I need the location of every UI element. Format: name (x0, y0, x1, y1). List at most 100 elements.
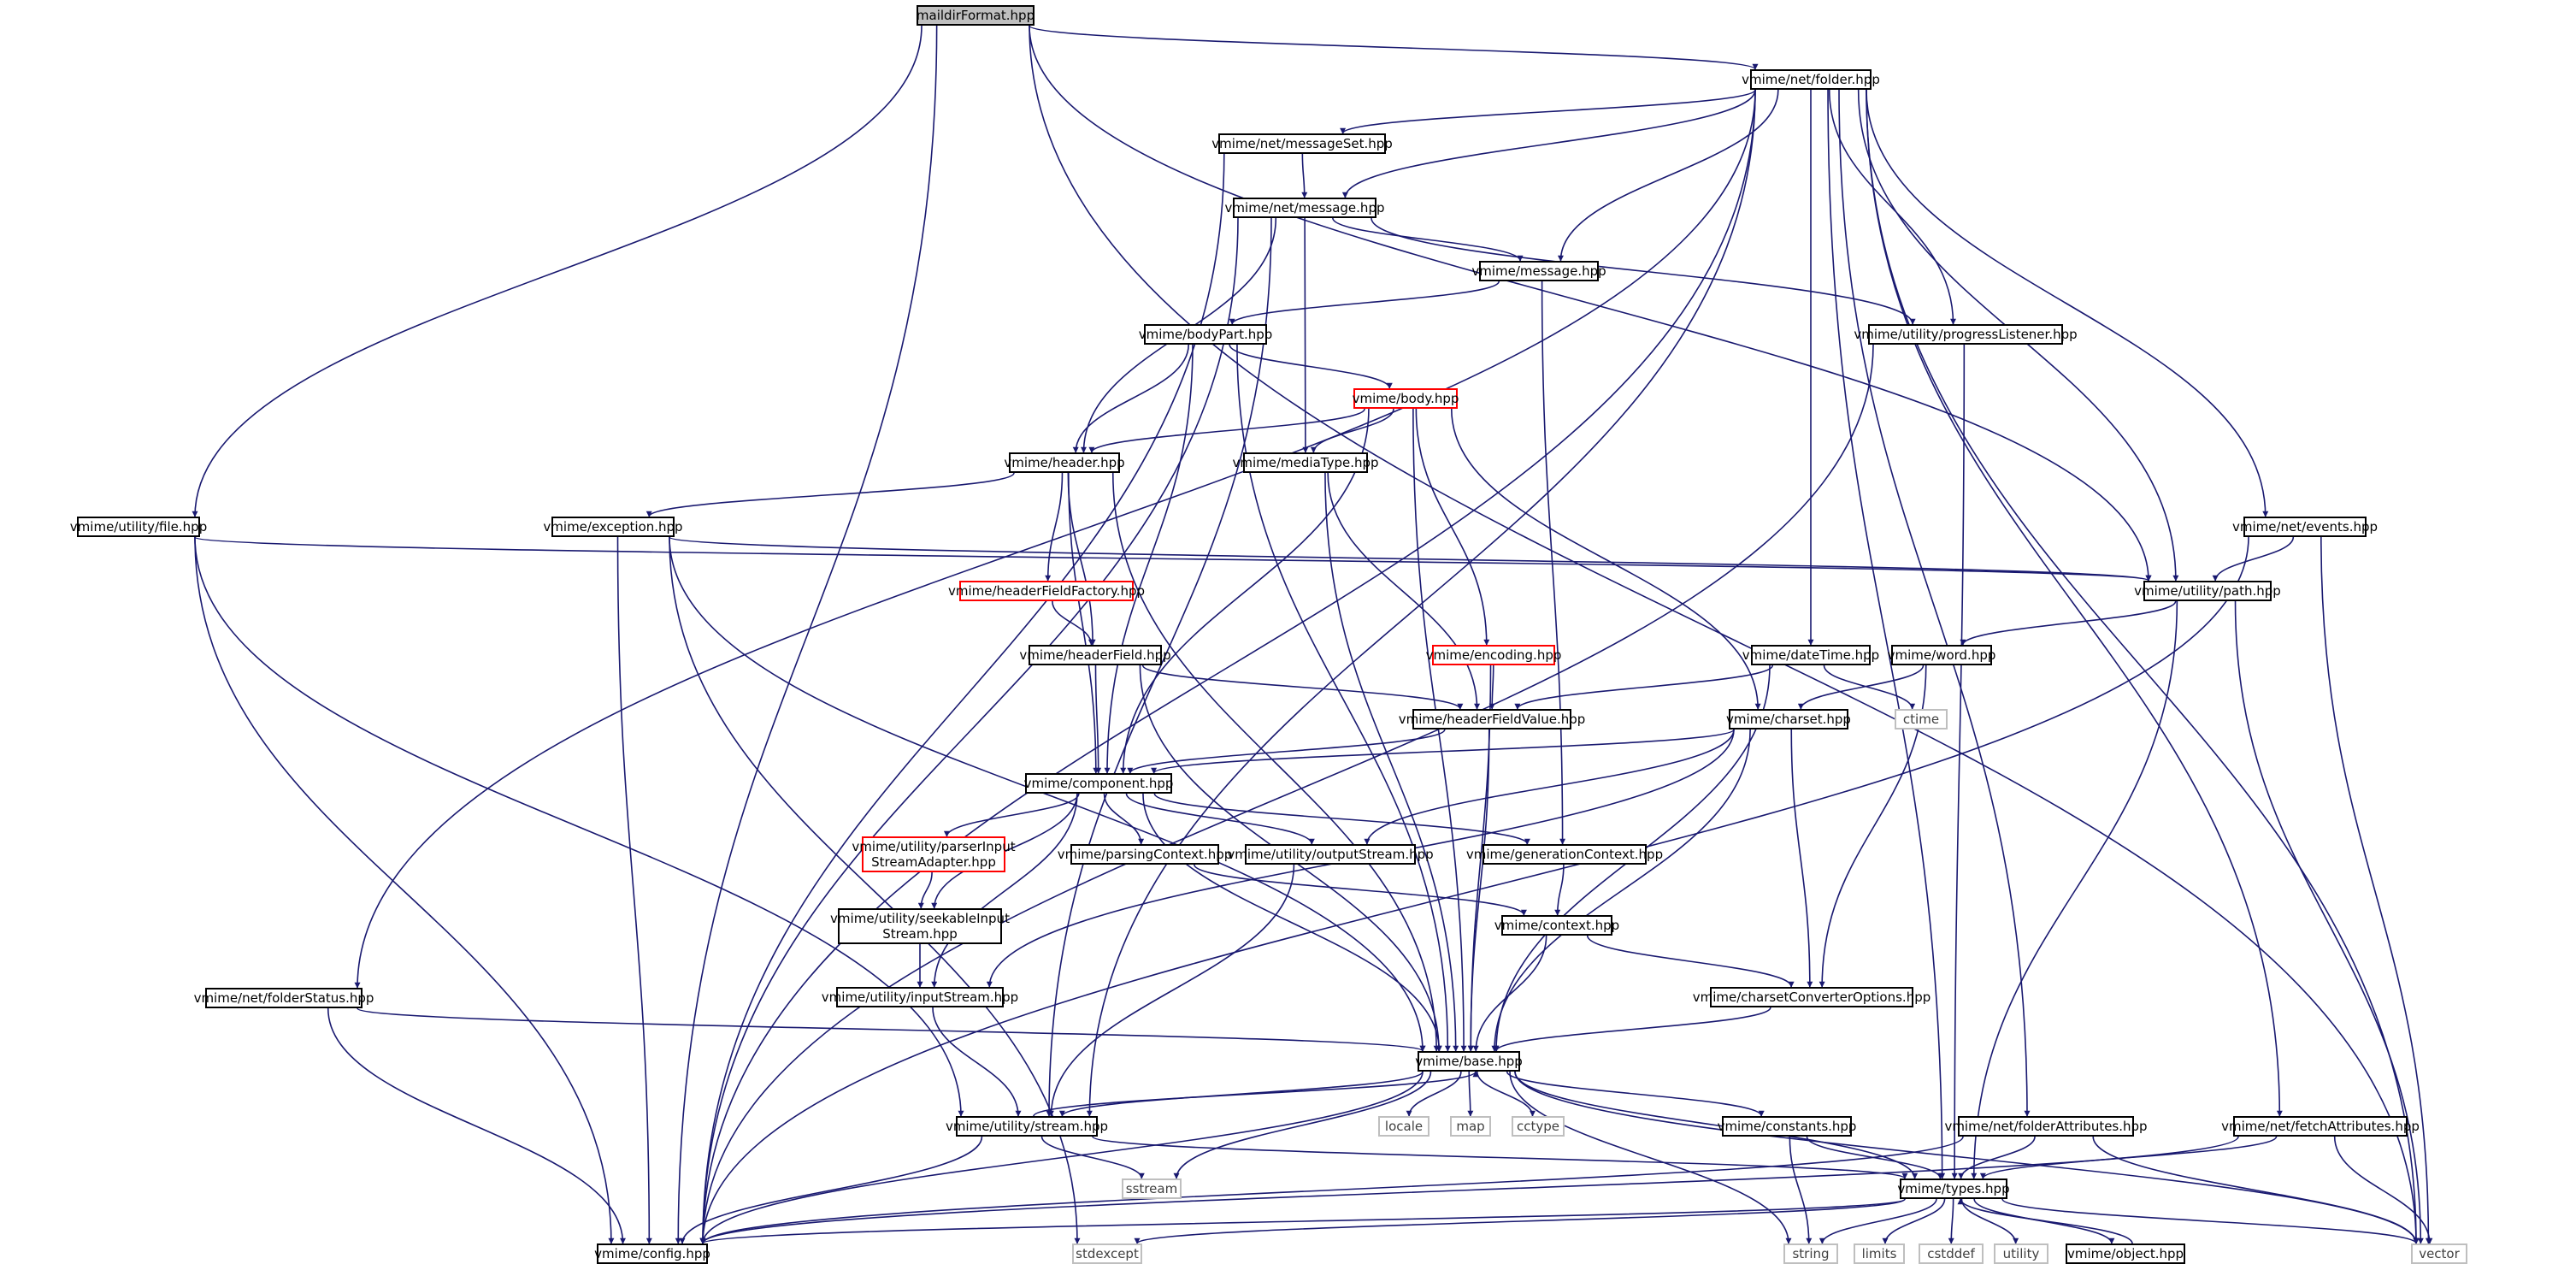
edge-types-to-string (1819, 1198, 1937, 1244)
edge-charset-to-charsetconverter (1790, 729, 1813, 988)
node-types[interactable]: vmime/types.hpp (1897, 1178, 2010, 1199)
node-utility[interactable]: utility (1994, 1243, 2048, 1264)
edge-base-to-string (1509, 1071, 1792, 1244)
node-vector[interactable]: vector (2411, 1243, 2467, 1264)
edge-netmessage-to-message (1332, 217, 1524, 262)
node-headerfieldvalue[interactable]: vmime/headerFieldValue.hpp (1399, 709, 1585, 730)
node-file[interactable]: vmime/utility/file.hpp (70, 517, 207, 537)
edge-exception-to-path (669, 536, 2152, 582)
edge-folderattributes-to-types (1958, 1136, 2036, 1179)
edge-maildirformat-to-config (675, 25, 938, 1244)
node-stream[interactable]: vmime/utility/stream.hpp (946, 1116, 1108, 1137)
node-constants[interactable]: vmime/constants.hpp (1718, 1116, 1856, 1137)
edge-parserinput-to-seekable (917, 871, 933, 909)
node-progresslistener[interactable]: vmime/utility/progressListener.hpp (1854, 324, 2078, 345)
node-stdexcept[interactable]: stdexcept (1072, 1243, 1142, 1264)
node-cctype[interactable]: cctype (1512, 1116, 1565, 1137)
edge-body-to-encoding (1415, 408, 1490, 646)
edge-component-to-parserinput (943, 793, 1080, 837)
node-netmessage[interactable]: vmime/net/message.hpp (1225, 198, 1384, 218)
edge-types-to-limits (1882, 1198, 1946, 1244)
node-events[interactable]: vmime/net/events.hpp (2232, 517, 2378, 537)
node-parserinput[interactable]: vmime/utility/parserInput StreamAdapter.… (852, 836, 1016, 872)
node-datetime[interactable]: vmime/dateTime.hpp (1742, 645, 1879, 665)
edge-header-to-base (1111, 472, 1440, 1052)
node-folder[interactable]: vmime/net/folder.hpp (1742, 69, 1880, 90)
edge-parsingcontext-to-context (1194, 864, 1527, 916)
edge-component-to-parsingcontext (1103, 793, 1145, 845)
node-map[interactable]: map (1450, 1116, 1491, 1137)
node-header[interactable]: vmime/header.hpp (1004, 452, 1125, 473)
node-limits[interactable]: limits (1854, 1243, 1905, 1264)
node-headerfield[interactable]: vmime/headerField.hpp (1019, 645, 1171, 665)
node-cstddef[interactable]: cstddef (1919, 1243, 1984, 1264)
edge-events-to-vector (2320, 536, 2432, 1244)
edge-file-to-path (194, 536, 2151, 582)
node-messageset[interactable]: vmime/net/messageSet.hpp (1211, 133, 1393, 154)
edge-base-to-sstream (1173, 1071, 1432, 1179)
edge-charsetconverter-to-base (1493, 1007, 1771, 1052)
node-sstream[interactable]: sstream (1122, 1178, 1182, 1199)
edge-base-to-config (699, 1071, 1424, 1244)
node-charsetconverter[interactable]: vmime/charsetConverterOptions.hpp (1693, 987, 1931, 1007)
edge-folder-to-types (1827, 89, 1946, 1179)
node-outputstream[interactable]: vmime/utility/outputStream.hpp (1227, 844, 1434, 865)
node-object[interactable]: vmime/object.hpp (2066, 1243, 2185, 1264)
edge-object-to-types (1957, 1198, 2133, 1244)
node-config[interactable]: vmime/config.hpp (594, 1243, 710, 1264)
edge-maildirformat-to-file (192, 25, 923, 517)
edge-file-to-config (194, 536, 615, 1244)
edge-stream-to-sstream (1040, 1136, 1145, 1179)
node-string[interactable]: string (1783, 1243, 1838, 1264)
node-body[interactable]: vmime/body.hpp (1353, 388, 1459, 409)
edge-mediatype-to-headerfieldvalue (1327, 472, 1481, 710)
edge-component-to-generationcontext (1153, 793, 1530, 845)
edge-folder-to-config (699, 89, 1756, 1244)
edge-maildirformat-to-path (1029, 25, 2152, 582)
edge-context-to-charsetconverter (1586, 935, 1795, 988)
node-inputstream[interactable]: vmime/utility/inputStream.hpp (822, 987, 1018, 1007)
node-component[interactable]: vmime/component.hpp (1024, 773, 1173, 794)
node-folderstatus[interactable]: vmime/net/folderStatus.hpp (194, 988, 374, 1008)
node-word[interactable]: vmime/word.hpp (1888, 645, 1995, 665)
edge-file-to-stream (194, 536, 964, 1117)
dependency-edges (192, 25, 2433, 1244)
node-seekable[interactable]: vmime/utility/seekableInput Stream.hpp (830, 908, 1010, 944)
edge-headerfield-to-headerfieldvalue (1141, 665, 1464, 710)
edge-netmessage-to-config (699, 217, 1239, 1244)
node-maildirformat[interactable]: maildirFormat.hpp (917, 5, 1035, 26)
edge-generationcontext-to-context (1554, 864, 1565, 916)
node-exception[interactable]: vmime/exception.hpp (543, 517, 683, 537)
node-parsingcontext[interactable]: vmime/parsingContext.hpp (1058, 844, 1232, 865)
edge-inputstream-to-stream (932, 1007, 1022, 1117)
edge-charset-to-component (1151, 729, 1735, 774)
edge-folder-to-folderstatus (354, 89, 1756, 989)
node-encoding[interactable]: vmime/encoding.hpp (1426, 645, 1561, 665)
node-ctime[interactable]: ctime (1895, 709, 1948, 730)
edge-exception-to-config (616, 536, 652, 1244)
node-path[interactable]: vmime/utility/path.hpp (2134, 581, 2281, 601)
edge-path-to-vector (2234, 600, 2424, 1244)
node-mediatype[interactable]: vmime/mediaType.hpp (1232, 452, 1379, 473)
node-generationcontext[interactable]: vmime/generationContext.hpp (1466, 844, 1663, 865)
node-folderattributes[interactable]: vmime/net/folderAttributes.hpp (1944, 1116, 2148, 1137)
edge-folder-to-message (1557, 89, 1779, 262)
node-message[interactable]: vmime/message.hpp (1471, 261, 1606, 281)
node-bodypart[interactable]: vmime/bodyPart.hpp (1139, 324, 1272, 345)
edge-events-to-config (699, 536, 2249, 1244)
edge-body-to-base (1412, 408, 1467, 1052)
edge-bodypart-to-body (1229, 344, 1393, 389)
node-context[interactable]: vmime/context.hpp (1494, 915, 1619, 936)
edge-stream-to-config (679, 1136, 983, 1244)
edge-stream-to-types (1092, 1136, 1908, 1179)
node-charset[interactable]: vmime/charset.hpp (1726, 709, 1851, 730)
node-headerfieldfactory[interactable]: vmime/headerFieldFactory.hpp (948, 581, 1145, 601)
edge-folderattributes-to-vector (2092, 1136, 2420, 1244)
node-fetchattributes[interactable]: vmime/net/fetchAttributes.hpp (2221, 1116, 2420, 1137)
edge-maildirformat-to-vector (1029, 25, 2420, 1244)
node-base[interactable]: vmime/base.hpp (1415, 1051, 1523, 1072)
node-locale[interactable]: locale (1378, 1116, 1429, 1137)
edge-component-to-base (1142, 793, 1442, 1052)
edge-folder-to-messageset (1340, 89, 1756, 134)
edge-mediatype-to-base (1324, 472, 1459, 1052)
